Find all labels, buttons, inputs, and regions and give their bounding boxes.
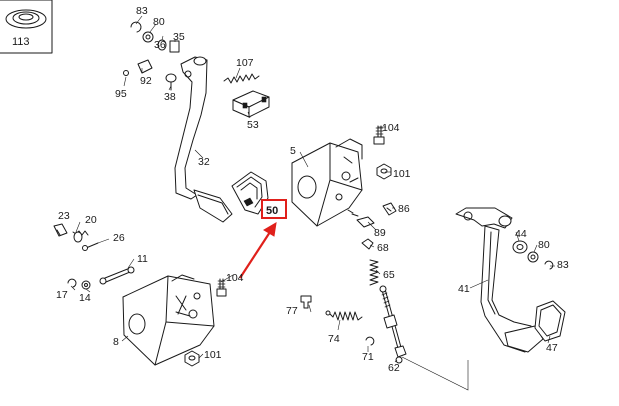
brake-light-switch-icon: [232, 90, 270, 118]
label-104-top: 104: [382, 122, 400, 134]
nut-icon: [376, 163, 392, 180]
leader-lines: [70, 15, 555, 363]
label-35: 35: [173, 31, 185, 43]
bracket-hardware: [347, 125, 397, 250]
bolt-icon: [373, 125, 385, 145]
washer-icon: [81, 280, 91, 290]
label-11: 11: [137, 253, 148, 265]
label-36: 36: [154, 39, 166, 51]
label-80: 80: [153, 16, 165, 28]
label-80-right: 80: [538, 239, 550, 251]
spring-107-icon: [223, 73, 260, 84]
label-44: 44: [515, 228, 527, 240]
label-104-bottom: 104: [226, 272, 244, 284]
callout-box-50: [261, 199, 287, 219]
label-83: 83: [136, 5, 148, 17]
label-71: 71: [362, 351, 374, 363]
label-101-bottom: 101: [204, 349, 222, 361]
clutch-hardware: [53, 223, 227, 367]
center-components: [300, 259, 407, 364]
bolt-icon: [216, 278, 227, 297]
clutch-bracket-8: [122, 274, 215, 366]
spring-74-icon: [325, 310, 363, 321]
label-53: 53: [247, 119, 259, 131]
bracket-icon: [123, 59, 153, 76]
spring-65-icon: [369, 259, 379, 286]
label-107: 107: [236, 57, 254, 69]
clip-icon: [67, 278, 77, 288]
grommet-icon: [5, 9, 47, 29]
pushrod-icon: [99, 266, 135, 285]
label-68: 68: [377, 242, 389, 254]
nut-icon: [184, 350, 200, 367]
label-113: 113: [12, 36, 30, 48]
inset-box-113: 113: [0, 0, 53, 54]
highlight-callout: [239, 199, 287, 279]
pin-icon: [82, 242, 99, 251]
pedal-pad-47: [534, 300, 566, 342]
part-labels: 83 80 36 35 107 95 92 38 53 32 5 104 101…: [56, 5, 569, 374]
pivot-pin-icon: [169, 40, 180, 53]
label-101-top: 101: [393, 168, 411, 180]
label-41: 41: [458, 283, 470, 295]
washer-icon: [142, 31, 154, 43]
mounting-bracket-5: [291, 138, 363, 227]
label-8: 8: [113, 336, 119, 348]
assembly-connector-line: [401, 356, 469, 391]
clip-icon: [130, 21, 142, 33]
washer-icon: [527, 251, 539, 263]
label-50: 50: [266, 205, 278, 217]
bushing-icon: [361, 238, 374, 250]
spring-20-icon: [72, 230, 89, 243]
pedal-pad-50: [231, 171, 269, 215]
brake-pedal-arm: [174, 56, 233, 223]
label-74: 74: [328, 333, 340, 345]
clip-icon: [365, 336, 375, 346]
bushing-icon: [512, 240, 528, 254]
label-47: 47: [546, 342, 558, 354]
right-hardware: [512, 240, 566, 342]
callout-arrow: [239, 231, 271, 279]
label-26: 26: [113, 232, 125, 244]
label-77: 77: [286, 305, 298, 317]
pushrod-62-icon: [379, 285, 407, 364]
retainer-icon: [347, 209, 375, 228]
label-38: 38: [164, 91, 176, 103]
label-89: 89: [374, 227, 386, 239]
callout-arrowhead-icon: [263, 222, 277, 237]
label-23: 23: [58, 210, 70, 222]
clip-icon: [53, 223, 68, 237]
label-95: 95: [115, 88, 127, 100]
label-5: 5: [290, 145, 296, 157]
label-92: 92: [140, 75, 152, 87]
label-62: 62: [388, 362, 400, 374]
upper-pedal-hardware: [123, 21, 270, 223]
label-14: 14: [79, 292, 91, 304]
label-17: 17: [56, 289, 68, 301]
label-86: 86: [398, 203, 410, 215]
clip-icon: [544, 260, 554, 270]
clip-icon: [300, 295, 312, 309]
label-83-right: 83: [557, 259, 569, 271]
clip-icon: [382, 202, 397, 216]
label-65: 65: [383, 269, 395, 281]
accelerator-pedal-41: [455, 207, 544, 353]
bolt-icon: [165, 73, 177, 91]
label-20: 20: [85, 214, 97, 226]
label-32: 32: [198, 156, 210, 168]
